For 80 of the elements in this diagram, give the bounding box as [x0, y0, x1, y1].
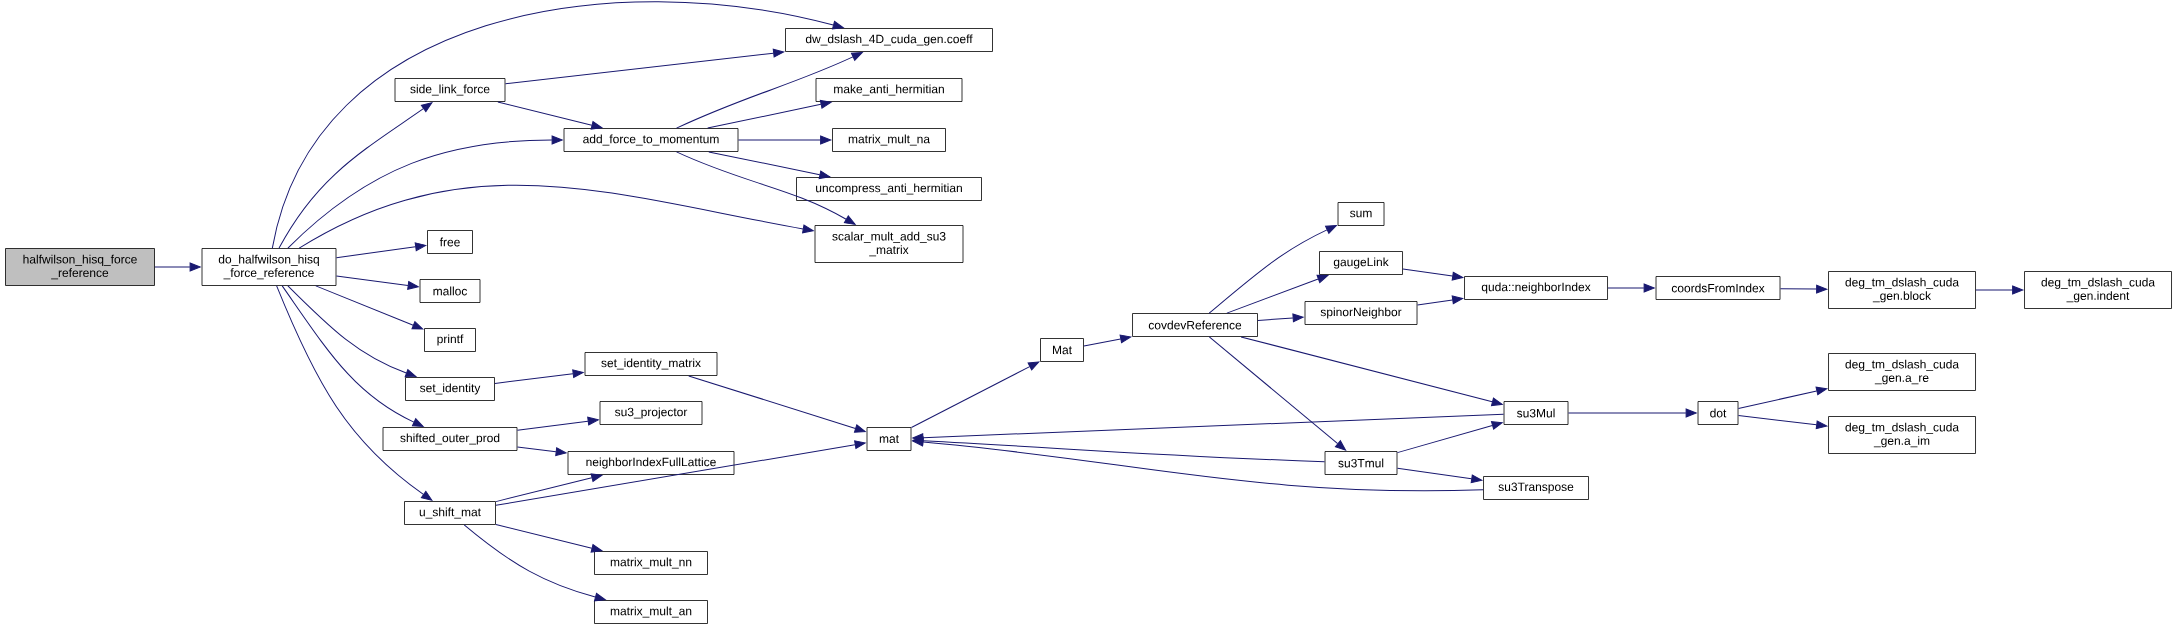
arrow — [463, 524, 606, 602]
function-box: dw_dslash_4D_cuda_gen.coeff — [785, 28, 993, 52]
function-box: gaugeLink — [1319, 251, 1403, 275]
arrow — [737, 135, 832, 145]
arrow — [495, 440, 866, 506]
arrow — [676, 151, 856, 225]
function-box: matrix_mult_an — [594, 600, 708, 624]
arrow — [1208, 336, 1347, 451]
arrow — [154, 262, 201, 272]
function-box: make_anti_hermitian — [815, 78, 963, 102]
function-box: dot — [1697, 401, 1739, 425]
arrow — [315, 285, 424, 330]
arrow — [1083, 334, 1132, 347]
arrow — [1396, 421, 1503, 454]
arrow — [278, 102, 433, 249]
function-box: deg_tm_dslash_cuda _gen.block — [1828, 271, 1976, 309]
arrow — [1396, 467, 1483, 484]
arrow — [1240, 336, 1503, 407]
function-box: matrix_mult_nn — [594, 551, 708, 575]
function-box: deg_tm_dslash_cuda _gen.a_re — [1828, 353, 1976, 391]
arrow — [495, 523, 603, 553]
arrow — [516, 446, 567, 457]
arrow — [912, 436, 1326, 463]
arrow — [335, 275, 419, 290]
function-box: su3Transpose — [1483, 476, 1589, 500]
function-box: spinorNeighbor — [1304, 301, 1418, 325]
arrow — [1737, 414, 1828, 430]
function-box: deg_tm_dslash_cuda _gen.a_im — [1828, 416, 1976, 454]
arrow — [676, 52, 863, 129]
function-box: side_link_force — [394, 78, 506, 102]
arrow — [497, 101, 603, 130]
function-box: quda::neighborIndex — [1464, 276, 1608, 300]
arrow — [707, 99, 832, 129]
function-box: matrix_mult_na — [832, 128, 946, 152]
function-box: printf — [424, 328, 476, 352]
arrow — [494, 369, 584, 384]
arrow — [495, 473, 603, 503]
function-box: shifted_outer_prod — [382, 427, 518, 451]
function-box: set_identity_matrix — [584, 352, 718, 376]
arrow — [504, 48, 785, 85]
function-box: scalar_mult_add_su3 _matrix — [814, 225, 964, 263]
function-box: free — [427, 230, 473, 254]
function-box: mat — [866, 427, 912, 451]
function-box: set_identity — [405, 377, 495, 401]
arrow — [287, 135, 563, 249]
function-box: do_halfwilson_hisq _force_reference — [201, 248, 337, 286]
arrow — [1975, 285, 2024, 295]
arrow — [271, 1, 844, 249]
function-box: su3_projector — [599, 401, 703, 425]
function-box: coordsFromIndex — [1655, 276, 1781, 300]
arrow — [276, 285, 433, 501]
arrow — [912, 437, 1484, 492]
function-box: uncompress_anti_hermitian — [796, 177, 982, 201]
function-box: add_force_to_momentum — [563, 128, 739, 152]
function-box: deg_tm_dslash_cuda _gen.indent — [2024, 271, 2172, 309]
arrow — [1567, 408, 1697, 418]
arrow — [910, 361, 1040, 428]
arrow — [335, 242, 427, 259]
arrow — [1416, 295, 1464, 306]
arrow — [287, 285, 417, 378]
arrow — [1402, 268, 1464, 281]
function-box: halfwilson_hisq_force _reference — [5, 248, 155, 286]
arrow — [708, 151, 831, 180]
arrow — [1737, 386, 1828, 409]
function-box: covdevReference — [1132, 313, 1258, 337]
arrow — [1257, 313, 1304, 323]
function-box: su3Mul — [1503, 401, 1569, 425]
arrow — [298, 184, 814, 249]
arrow — [1779, 284, 1828, 294]
arrow — [516, 416, 599, 431]
arrow — [1208, 225, 1337, 314]
function-box: malloc — [419, 279, 481, 303]
function-box: Mat — [1040, 338, 1084, 362]
function-box: u_shift_mat — [404, 501, 496, 525]
arrow — [281, 285, 424, 427]
function-box: sum — [1337, 202, 1385, 226]
function-box: neighborIndexFullLattice — [567, 451, 735, 475]
arrow — [1607, 283, 1655, 293]
function-box: su3Tmul — [1324, 451, 1398, 475]
arrow — [1226, 274, 1329, 314]
